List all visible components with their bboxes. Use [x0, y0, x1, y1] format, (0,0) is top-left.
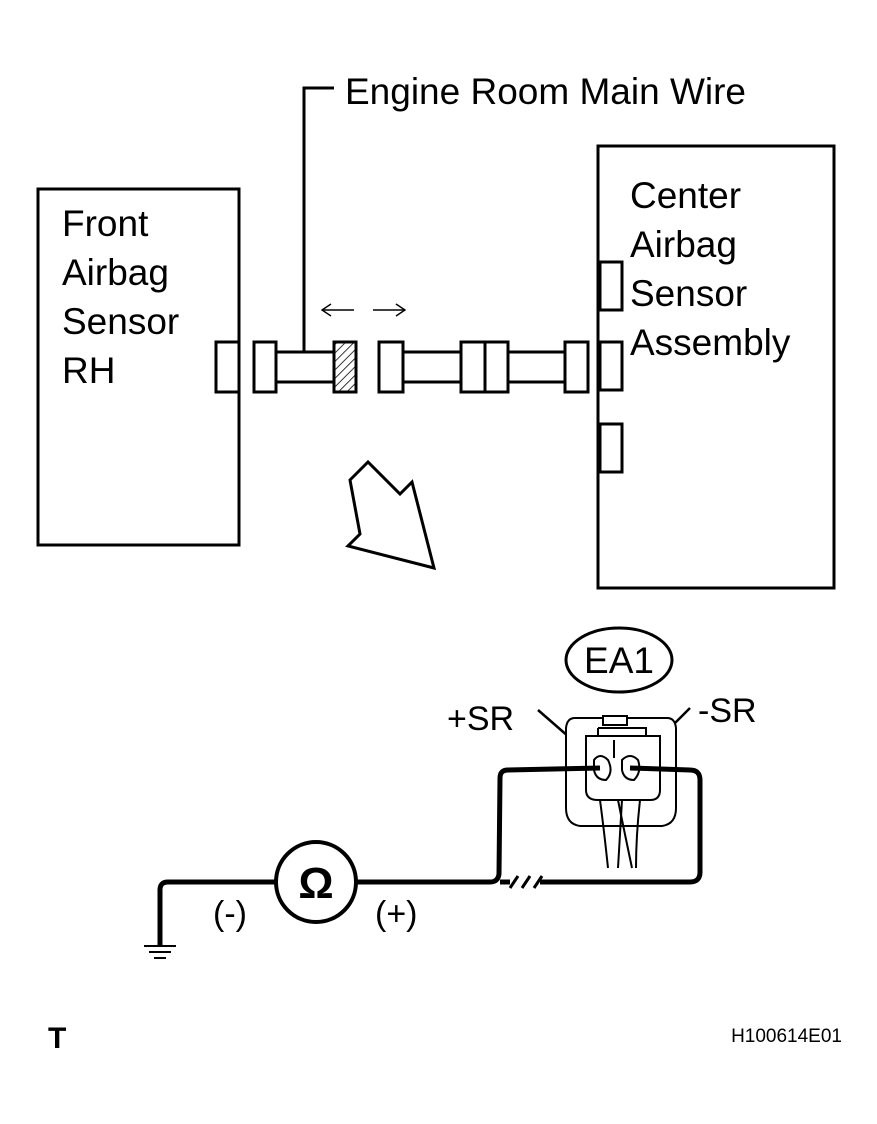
corner-letter: T [48, 1022, 66, 1055]
ground-icon [144, 945, 176, 959]
center-airbag-sensor-label: Center Airbag Sensor Assembly [630, 175, 791, 363]
probe-positive-label: (+) [375, 895, 418, 933]
hollow-arrow-icon [345, 459, 437, 571]
wire-leader [302, 86, 334, 352]
center-sensor-port-2 [598, 340, 624, 392]
wire-label: Engine Room Main Wire [345, 71, 746, 112]
svg-text:RH: RH [62, 350, 115, 391]
svg-text:Center: Center [630, 175, 741, 216]
front-airbag-sensor-label: Front Airbag Sensor RH [62, 203, 179, 391]
center-sensor-port-1 [598, 260, 624, 312]
harness-left [214, 340, 358, 394]
center-airbag-sensor-box [596, 144, 836, 590]
connector-ea1 [565, 715, 677, 869]
probe-negative-label: (-) [213, 895, 247, 933]
wire-break [508, 875, 544, 889]
svg-text:Airbag: Airbag [630, 224, 737, 265]
ohmmeter-icon [274, 840, 358, 924]
svg-text:Front: Front [62, 203, 149, 244]
double-arrow-icon [320, 303, 407, 317]
svg-text:Sensor: Sensor [62, 301, 179, 342]
figure-code: H100614E01 [731, 1026, 842, 1047]
connector-label-oval [564, 626, 674, 694]
ohmmeter-symbol: Ω [298, 859, 333, 908]
connector-label: EA1 [584, 640, 654, 681]
svg-text:Assembly: Assembly [630, 322, 791, 363]
front-airbag-sensor-box [36, 187, 241, 547]
harness-right [377, 340, 590, 394]
meter-wiring [157, 765, 703, 946]
terminal-plus-label: +SR [447, 700, 514, 738]
svg-text:Airbag: Airbag [62, 252, 169, 293]
disconnected-connector [332, 340, 358, 394]
center-sensor-port-3 [598, 422, 624, 474]
terminal-minus-label: -SR [698, 692, 757, 730]
svg-text:Sensor: Sensor [630, 273, 747, 314]
